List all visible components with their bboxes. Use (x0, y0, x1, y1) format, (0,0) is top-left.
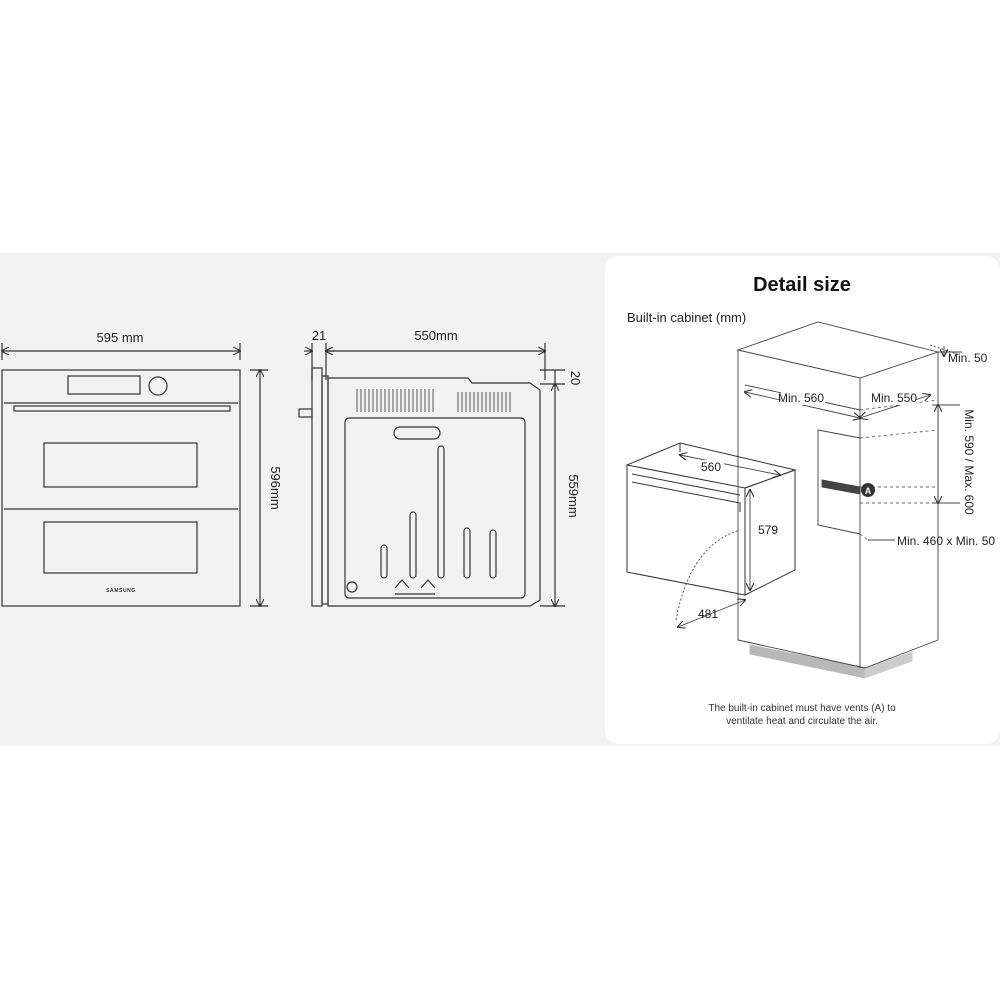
control-display (67, 375, 141, 395)
cabinet-width-label: Min. 560 (778, 391, 824, 405)
oven-side-body (327, 377, 541, 607)
door-handle-profile (298, 408, 313, 418)
upper-door-handle (13, 405, 231, 412)
lower-window (43, 521, 198, 574)
side-view (298, 343, 565, 607)
door-depth-label: 21 (312, 328, 326, 343)
oven-depth-label: 481 (698, 607, 718, 621)
brand-logo: SAMSUNG (106, 588, 136, 594)
control-knob (148, 376, 168, 396)
upper-window (43, 442, 198, 488)
front-view (2, 343, 268, 606)
clearance-top-label: Min. 50 (948, 351, 988, 365)
oven-width-arrow (680, 455, 780, 475)
vent-size-label: Min. 460 x Min. 50 (897, 534, 995, 548)
oven-width-label: 560 (701, 460, 721, 474)
cabinet-height-label: Min. 590 / Max. 600 (962, 409, 976, 515)
cabinet-depth-arrow (860, 395, 930, 418)
oven-depth-arc (678, 600, 745, 627)
caption-line-2: ventilate heat and circulate the air. (726, 716, 878, 727)
cabinet-depth-label: Min. 550 (871, 391, 917, 405)
detail-title: Detail size (753, 274, 851, 296)
depth-label: 550mm (414, 328, 457, 343)
vent-opening (821, 479, 861, 495)
body-height-label: 559mm (566, 474, 581, 517)
width-label: 595 mm (97, 330, 144, 345)
oven-height-label: 579 (758, 523, 778, 537)
detail-panel (605, 256, 1000, 744)
height-label: 596mm (268, 466, 283, 509)
caption-line-1: The built-in cabinet must have vents (A)… (708, 703, 896, 714)
oven-front-body (1, 369, 241, 607)
detail-subtitle: Built-in cabinet (mm) (627, 310, 746, 325)
vent-marker-label: A (865, 486, 872, 496)
vent-marker-circle (861, 483, 875, 497)
top-offset-label: 20 (568, 371, 583, 385)
